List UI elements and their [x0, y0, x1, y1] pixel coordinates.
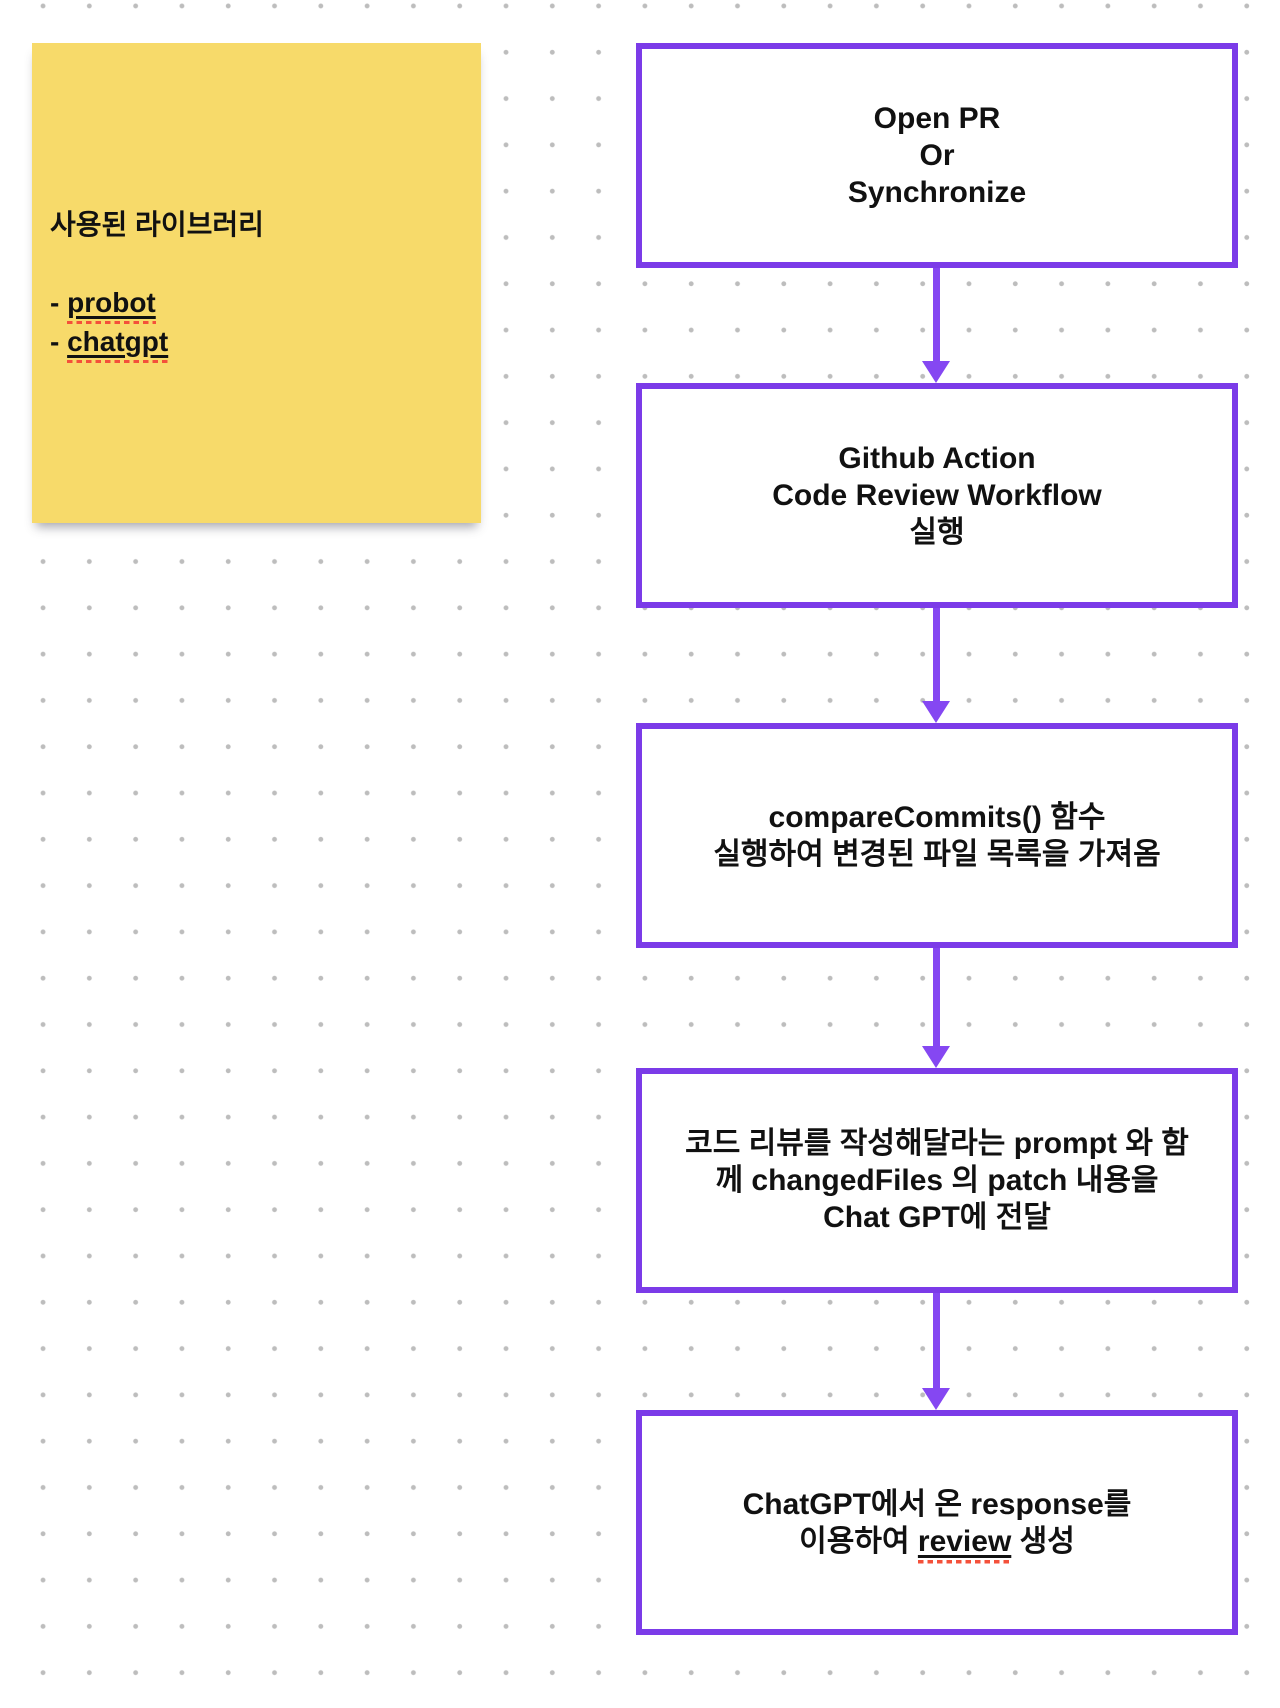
misspelled-word-review: review — [917, 1524, 1012, 1564]
flow-arrow-4[interactable] — [933, 1293, 940, 1388]
flow-arrow-3[interactable] — [933, 948, 940, 1046]
list-bullet: - — [50, 287, 68, 318]
sticky-item-chatgpt: - chatgpt — [50, 322, 481, 363]
flow-box-text-line: 께 changedFiles 의 patch 내용을 — [715, 1164, 1159, 1197]
misspelled-word-chatgpt: chatgpt — [67, 326, 169, 363]
misspelled-word-probot: probot — [67, 287, 156, 324]
flow-box-text-line: Synchronize — [847, 176, 1027, 209]
text-segment: 생성 — [1011, 1524, 1075, 1558]
sticky-item-probot: - probot — [50, 283, 481, 324]
flow-box-text-line: 실행하여 변경된 파일 목록을 가져옴 — [713, 837, 1161, 871]
flow-box-text-line: ChatGPT에서 온 response를 — [742, 1487, 1132, 1521]
flow-box-create-review[interactable]: ChatGPT에서 온 response를 이용하여 review 생성 — [636, 1410, 1238, 1635]
flow-box-text-line: 실행 — [909, 516, 965, 549]
flow-arrow-4-arrowhead-icon — [922, 1388, 950, 1410]
sticky-title: 사용된 라이브러리 — [50, 209, 264, 240]
flow-box-compare-commits[interactable]: compareCommits() 함수 실행하여 변경된 파일 목록을 가져옴 — [636, 723, 1238, 948]
list-bullet: - — [50, 326, 68, 357]
flow-arrow-3-arrowhead-icon — [922, 1046, 950, 1068]
flow-box-text-line: Chat GPT에 전달 — [823, 1201, 1051, 1234]
flow-arrow-2-arrowhead-icon — [922, 701, 950, 723]
flow-box-text-line: Open PR — [873, 102, 1001, 135]
flow-arrow-1-arrowhead-icon — [922, 361, 950, 383]
flow-box-text-line: Or — [919, 139, 955, 172]
flow-box-github-action[interactable]: Github Action Code Review Workflow 실행 — [636, 383, 1238, 608]
flow-box-open-pr[interactable]: Open PR Or Synchronize — [636, 43, 1238, 268]
flow-box-send-prompt-chatgpt[interactable]: 코드 리뷰를 작성해달라는 prompt 와 함 께 changedFiles … — [636, 1068, 1238, 1293]
flow-box-text-line: 코드 리뷰를 작성해달라는 prompt 와 함 — [685, 1127, 1189, 1160]
sticky-note[interactable]: 사용된 라이브러리 - probot - chatgpt — [32, 43, 481, 523]
flow-box-text-line: Code Review Workflow — [772, 479, 1102, 512]
flow-box-text-line: 이용하여 review 생성 — [799, 1523, 1075, 1564]
sticky-blank-line — [50, 244, 481, 283]
flow-box-text-line: compareCommits() 함수 — [768, 800, 1106, 834]
text-segment: 이용하여 — [799, 1524, 918, 1558]
flow-arrow-1[interactable] — [933, 268, 940, 361]
flow-arrow-2[interactable] — [933, 608, 940, 701]
flow-box-text-line: Github Action — [838, 442, 1036, 475]
